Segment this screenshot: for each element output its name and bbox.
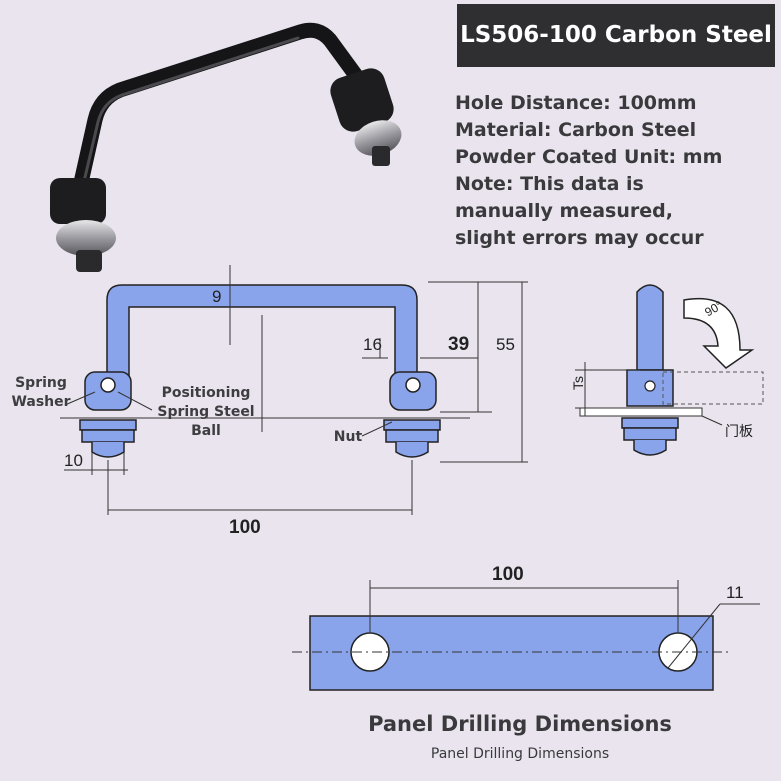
dim-height: 55 [496,335,515,354]
front-view-dimension-text: 9 16 39 55 10 100 [64,287,515,538]
dim-leg-inner: 16 [363,335,382,354]
spec-note-line-2: manually measured, [455,200,673,222]
spec-material: Material: Carbon Steel [455,119,697,141]
dim-panel-hole-diameter: 11 [726,583,744,602]
dim-handle-hole-distance: 100 [229,517,261,538]
side-view-text: Ts 90° 门板 [570,298,753,439]
panel-drilling-text: 100 11 [492,564,744,602]
dim-top-thickness: 9 [212,287,221,306]
spec-list: Hole Distance: 100mm Material: Carbon St… [455,90,777,252]
callout-spring-washer: Spring Washer [11,375,71,410]
dim-ts: Ts [570,376,586,390]
dim-nut-width: 10 [64,451,83,470]
dim-panel-label: 门板 [725,423,753,439]
spec-hole-distance: Hole Distance: 100mm [455,92,697,114]
product-title: LS506-100 Carbon Steel [457,4,775,67]
callout-positioning-ball: Positioning Spring Steel Ball [157,385,255,439]
callout-nut: Nut [333,429,363,445]
front-view-dimension-lines [64,265,528,515]
spec-note-line-1: Note: This data is [455,173,644,195]
handle-photo [50,22,402,272]
handle-front-view [60,284,470,458]
dim-leg-outer: 39 [448,334,469,355]
caption-main: Panel Drilling Dimensions [368,712,672,736]
side-view [575,284,764,456]
panel-drilling-plate [292,580,760,691]
spec-note-line-3: slight errors may occur [455,227,704,249]
caption-sub: Panel Drilling Dimensions [430,746,610,762]
spec-finish-unit: Powder Coated Unit: mm [455,146,723,168]
dim-panel-hole-distance: 100 [492,564,524,585]
